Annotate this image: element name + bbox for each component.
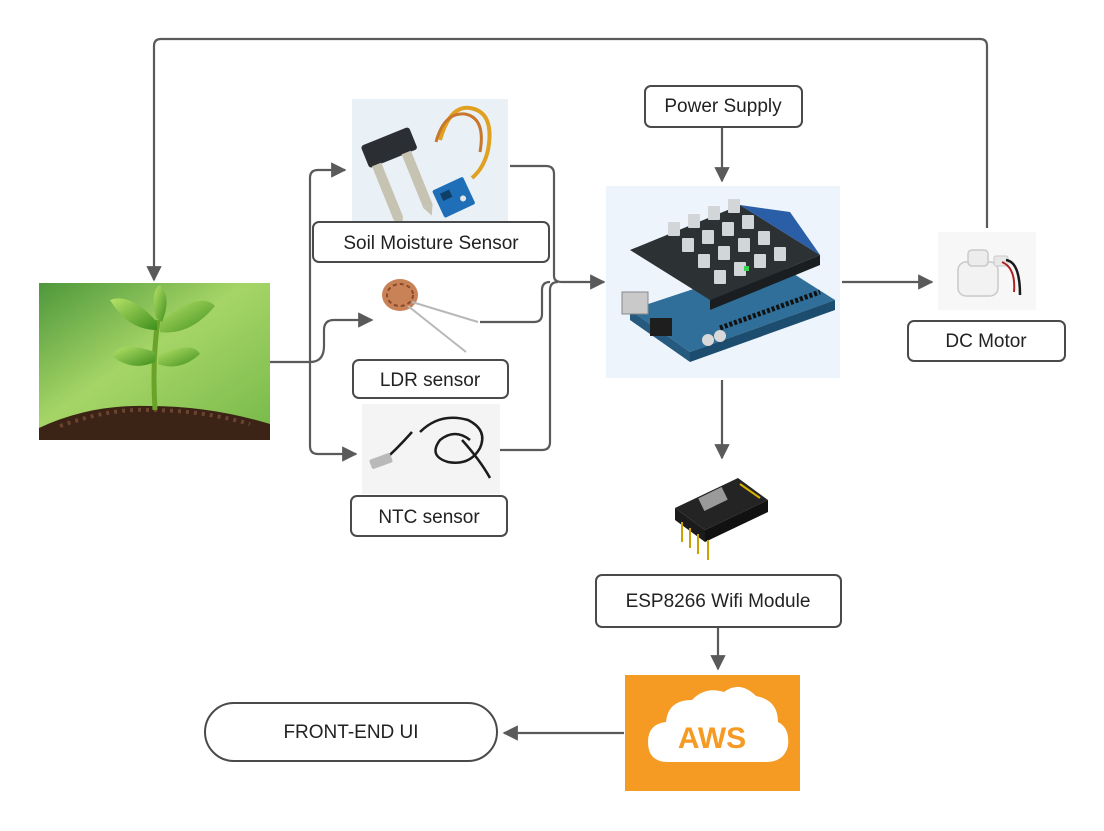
aws-logo-text: AWS xyxy=(678,722,746,755)
power-supply-box: Power Supply xyxy=(644,85,803,128)
line-plant-to-ldr xyxy=(309,312,374,364)
frontend-ui-terminal: FRONT-END UI xyxy=(204,702,498,762)
connector-lines xyxy=(146,37,989,741)
esp8266-module-image xyxy=(675,478,768,560)
aws-cloud-logo: AWS xyxy=(625,675,800,791)
soil-moisture-label: Soil Moisture Sensor xyxy=(343,233,519,254)
ntc-thermistor-probe-image xyxy=(362,404,500,494)
ntc-label: NTC sensor xyxy=(378,507,480,528)
ntc-label-box: NTC sensor xyxy=(350,495,508,537)
soil-moisture-label-box: Soil Moisture Sensor xyxy=(312,221,550,263)
esp8266-label-box: ESP8266 Wifi Module xyxy=(595,574,842,628)
line-ldr-to-arduino xyxy=(480,280,551,324)
soil-moisture-probe-image xyxy=(352,99,508,228)
line-plant-to-soil xyxy=(308,162,347,362)
esp8266-label: ESP8266 Wifi Module xyxy=(626,591,811,612)
ldr-label-box: LDR sensor xyxy=(352,359,509,399)
line-soil-to-arduino xyxy=(510,164,606,290)
dc-motor-label: DC Motor xyxy=(945,331,1027,352)
water-pump-motor-image xyxy=(938,232,1036,310)
photoresistor-image xyxy=(382,279,479,353)
plant-image xyxy=(39,283,270,440)
arduino-board-with-shield-image xyxy=(606,0,840,378)
line-plant-to-ntc xyxy=(308,362,358,462)
frontend-label: FRONT-END UI xyxy=(283,722,418,743)
line-ntc-to-arduino xyxy=(500,280,559,452)
power-supply-label: Power Supply xyxy=(664,96,782,117)
dc-motor-label-box: DC Motor xyxy=(907,320,1066,362)
feedback-line xyxy=(146,37,989,282)
ldr-label: LDR sensor xyxy=(380,370,481,391)
